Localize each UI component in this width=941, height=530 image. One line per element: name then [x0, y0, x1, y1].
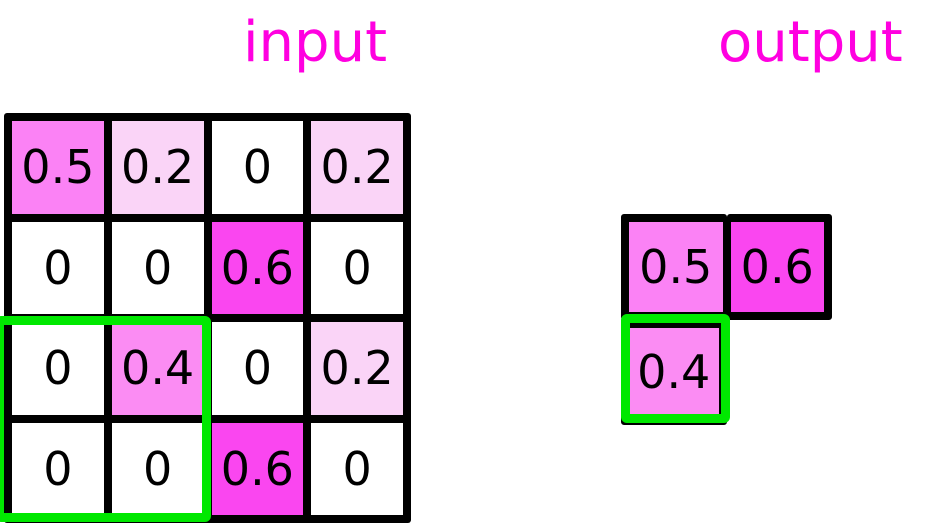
output-cell-value: 0.4: [637, 345, 711, 400]
output-cell-value: 0.5: [639, 239, 713, 294]
output-matrix: 0.5 0.6 0.4: [621, 214, 832, 425]
input-cell-r3-c2: 0.4: [111, 322, 204, 415]
input-cell-r2-c2: 0: [111, 221, 204, 314]
input-cell-r1-c3: 0: [211, 121, 304, 214]
input-cell-r4-c4: 0: [311, 422, 403, 515]
output-cell-r1-c2: 0.6: [726, 214, 832, 320]
input-cell-r3-c4: 0.2: [311, 322, 403, 415]
input-cell-r2-c3: 0.6: [211, 221, 304, 314]
input-cell-r2-c4: 0: [311, 221, 403, 314]
input-cell-r1-c1: 0.5: [12, 121, 104, 214]
input-cell-r1-c2: 0.2: [111, 121, 204, 214]
output-cell-r2-c1: 0.4: [621, 319, 727, 425]
input-cell-r4-c3: 0.6: [211, 422, 304, 515]
input-cell-r3-c3: 0: [211, 322, 304, 415]
output-cell-swatch: [629, 327, 719, 417]
output-cell-value: 0.6: [740, 239, 814, 294]
input-cell-r1-c4: 0.2: [311, 121, 403, 214]
input-cell-r4-c2: 0: [111, 422, 204, 515]
output-cell-swatch: [629, 222, 723, 312]
input-cell-r2-c1: 0: [12, 221, 104, 314]
output-cell-swatch: [730, 222, 824, 312]
input-cell-r4-c1: 0: [12, 422, 104, 515]
output-cell-r1-c1: 0.5: [621, 214, 727, 320]
output-panel-title: output: [718, 10, 903, 75]
input-cell-r3-c1: 0: [12, 322, 104, 415]
input-panel-title: input: [243, 10, 388, 75]
output-cell-r2-c2: [727, 320, 833, 426]
